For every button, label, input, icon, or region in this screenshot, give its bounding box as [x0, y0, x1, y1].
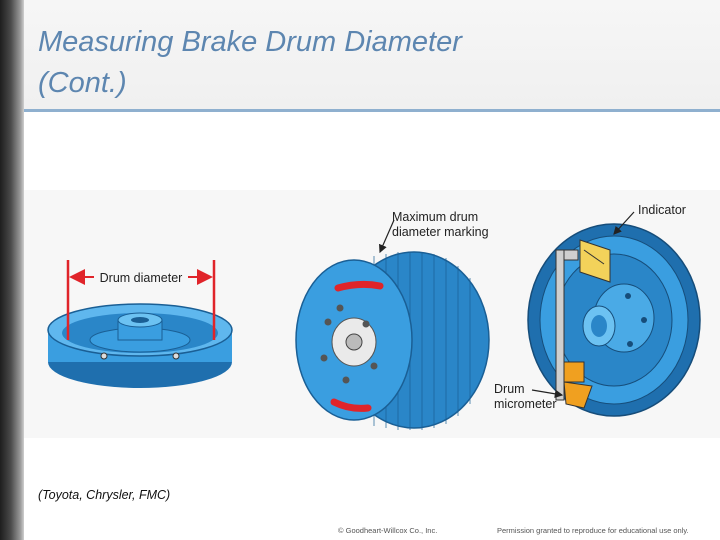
label-indicator: Indicator	[638, 203, 686, 217]
drum-micrometer-view	[527, 223, 701, 417]
brake-drum-figure: Drum diameter Maximum drum diameter mark…	[47, 203, 701, 430]
marking-arrow	[379, 219, 395, 254]
micrometer-arrow	[531, 389, 564, 398]
drum-finned-view	[295, 251, 490, 430]
title-line-2: (Cont.)	[38, 67, 127, 99]
header-background	[24, 0, 720, 110]
indicator-arrow	[613, 211, 635, 235]
label-max-marking-2: diameter marking	[392, 225, 489, 239]
left-accent-bar	[0, 0, 24, 540]
drum-side-view	[47, 303, 233, 388]
max-marking-bottom	[330, 398, 372, 412]
label-micrometer-1: Drum	[494, 382, 525, 396]
title-divider	[24, 109, 720, 112]
source-credit: (Toyota, Chrysler, FMC)	[38, 488, 171, 502]
max-marking-top	[334, 280, 384, 292]
footer-copyright: © Goodheart-Willcox Co., Inc.	[338, 526, 438, 535]
drum-micrometer-tool	[555, 239, 611, 409]
label-micrometer-2: micrometer	[494, 397, 557, 411]
label-drum-diameter: Drum diameter	[100, 271, 183, 285]
slide-title: Measuring Brake Drum Diameter (Cont.)	[38, 22, 638, 104]
label-max-marking-1: Maximum drum	[392, 210, 478, 224]
title-line-1: Measuring Brake Drum Diameter	[38, 26, 462, 58]
footer-permission: Permission granted to reproduce for educ…	[497, 526, 689, 535]
